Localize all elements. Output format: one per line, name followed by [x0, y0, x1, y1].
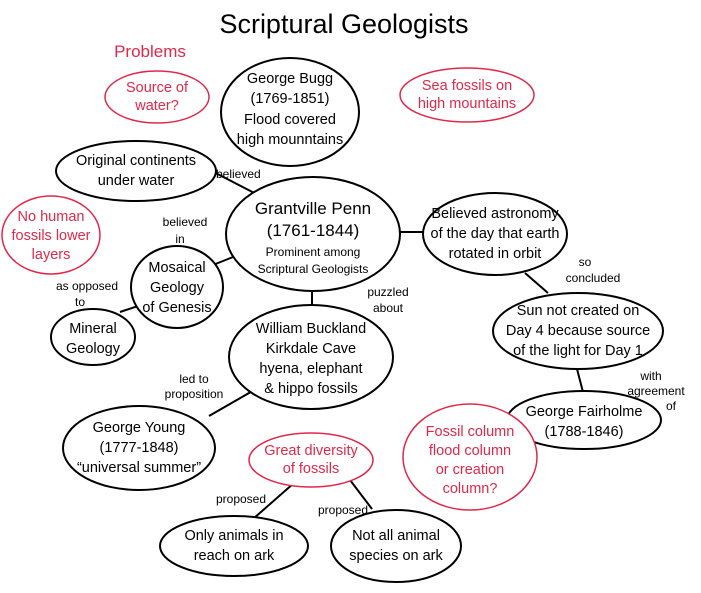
- node-mineral-geology-line-1: Mineral: [69, 321, 117, 337]
- node-george-bugg-line-3: Flood covered: [244, 112, 336, 128]
- node-fossil-column-line-2: flood column: [429, 443, 511, 459]
- node-source-of-water-line-2: water?: [134, 98, 179, 114]
- node-grantville-penn-sub-1: Prominent among: [266, 245, 361, 259]
- edge-buckland-young: [208, 388, 257, 417]
- node-not-all-animal-line-1: Not all animal: [352, 528, 440, 544]
- node-no-human-fossils-line-3: layers: [32, 247, 71, 263]
- node-source-of-water-line-1: Source of: [126, 80, 189, 96]
- edge-labels: believed believed in as opposed to puzzl…: [56, 167, 685, 517]
- node-fossil-column-line-4: column?: [443, 481, 498, 497]
- node-believed-astronomy-line-2: of the day that earth: [431, 226, 560, 242]
- node-george-fairholme: George Fairholme (1788-1846): [506, 390, 662, 450]
- node-george-bugg: George Bugg (1769-1851) Flood covered hi…: [220, 57, 360, 167]
- edge-label-with-agreement-2: agreement: [627, 384, 685, 398]
- page-title: Scriptural Geologists: [219, 9, 468, 39]
- edge-astronomy-sun: [524, 272, 549, 294]
- node-grantville-penn-sub-2: Scriptural Geologists: [258, 262, 369, 276]
- node-mosaical-geology: Mosaical Geology of Genesis: [130, 245, 224, 329]
- node-grantville-penn-line-2: (1761-1844): [267, 221, 360, 240]
- edge-diversity-only: [252, 482, 295, 520]
- edge-label-with-agreement-1: with: [639, 369, 661, 383]
- node-george-bugg-line-2: (1769-1851): [251, 91, 330, 107]
- node-believed-astronomy: Believed astronomy of the day that earth…: [422, 192, 568, 276]
- node-no-human-fossils-line-2: fossils lower: [12, 228, 91, 244]
- edge-label-proposed-right: proposed: [318, 503, 368, 517]
- node-william-buckland-line-3: hyena, elephant: [259, 361, 362, 377]
- edge-label-as-opposed-1: as opposed: [56, 279, 118, 293]
- node-great-diversity-line-2: of fossils: [283, 461, 339, 477]
- node-william-buckland-line-2: Kirkdale Cave: [266, 341, 356, 357]
- node-george-young: George Young (1777-1848) “universal summ…: [62, 405, 216, 491]
- node-sea-fossils: Sea fossils on high mountains: [399, 67, 535, 123]
- edge-sun-fairholme: [576, 368, 584, 393]
- node-george-young-line-3: “universal summer”: [77, 460, 201, 476]
- node-george-fairholme-line-2: (1788-1846): [545, 424, 624, 440]
- node-mineral-geology: Mineral Geology: [50, 308, 136, 366]
- node-only-animals-line-2: reach on ark: [194, 548, 275, 564]
- node-george-bugg-line-1: George Bugg: [247, 71, 333, 87]
- node-george-fairholme-line-1: George Fairholme: [526, 404, 643, 420]
- edge-label-led-to-2: proposition: [165, 387, 224, 401]
- node-fossil-column-line-3: or creation: [436, 462, 505, 478]
- node-sea-fossils-line-1: Sea fossils on: [422, 78, 512, 94]
- node-only-animals: Only animals in reach on ark: [159, 515, 309, 577]
- node-original-continents: Original continents under water: [55, 140, 217, 202]
- edge-label-as-opposed-2: to: [75, 295, 85, 309]
- node-fossil-column-line-1: Fossil column: [426, 424, 515, 440]
- edge-diversity-notall: [349, 479, 373, 510]
- node-grantville-penn-line-1: Grantville Penn: [255, 199, 371, 218]
- node-original-continents-line-1: Original continents: [76, 153, 196, 169]
- edge-label-led-to-1: led to: [179, 372, 209, 386]
- edge-label-believed: believed: [216, 167, 261, 181]
- node-mineral-geology-line-2: Geology: [66, 341, 121, 357]
- edge-label-believed-in-2: in: [175, 232, 184, 246]
- node-sun-not-created: Sun not created on Day 4 because source …: [492, 292, 664, 370]
- node-fossil-column: Fossil column flood column or creation c…: [402, 403, 538, 511]
- node-only-animals-line-1: Only animals in: [184, 528, 283, 544]
- node-mosaical-geology-line-2: Geology: [150, 280, 205, 296]
- node-george-young-line-1: George Young: [93, 420, 186, 436]
- node-mosaical-geology-line-1: Mosaical: [148, 260, 205, 276]
- node-no-human-fossils: No human fossils lower layers: [1, 195, 101, 275]
- node-no-human-fossils-line-1: No human: [18, 209, 85, 225]
- edge-label-with-agreement-3: of: [666, 399, 677, 413]
- node-mosaical-geology-line-3: of Genesis: [142, 300, 211, 316]
- node-believed-astronomy-line-3: rotated in orbit: [449, 246, 542, 262]
- node-believed-astronomy-line-1: Believed astronomy: [431, 206, 559, 222]
- node-sun-not-created-line-1: Sun not created on: [517, 303, 640, 319]
- edge-label-so-concluded-2: concluded: [566, 271, 621, 285]
- node-william-buckland-line-1: William Buckland: [256, 321, 366, 337]
- node-great-diversity: Great diversity of fossils: [248, 432, 374, 488]
- node-great-diversity-line-1: Great diversity: [264, 443, 358, 459]
- node-not-all-animal: Not all animal species on ark: [330, 509, 462, 583]
- node-not-all-animal-line-2: species on ark: [349, 548, 443, 564]
- edge-label-proposed-left: proposed: [216, 492, 266, 506]
- node-source-of-water: Source of water?: [104, 70, 210, 124]
- node-grantville-penn: Grantville Penn (1761-1844) Prominent am…: [225, 176, 401, 292]
- node-william-buckland-line-4: & hippo fossils: [264, 381, 358, 397]
- node-william-buckland: William Buckland Kirkdale Cave hyena, el…: [228, 304, 394, 410]
- edge-label-so-concluded-1: so: [579, 255, 592, 269]
- node-sea-fossils-line-2: high mountains: [418, 96, 516, 112]
- node-sun-not-created-line-2: Day 4 because source: [506, 323, 650, 339]
- edge-label-believed-in-1: believed: [163, 215, 208, 229]
- edge-label-puzzled-1: puzzled: [367, 285, 408, 299]
- problems-heading: Problems: [114, 42, 186, 61]
- node-sun-not-created-line-3: of the light for Day 1: [513, 343, 643, 359]
- node-original-continents-line-2: under water: [98, 173, 175, 189]
- node-george-bugg-line-4: high mounntains: [237, 132, 343, 148]
- edge-label-puzzled-2: about: [373, 301, 404, 315]
- node-george-young-line-2: (1777-1848): [100, 440, 179, 456]
